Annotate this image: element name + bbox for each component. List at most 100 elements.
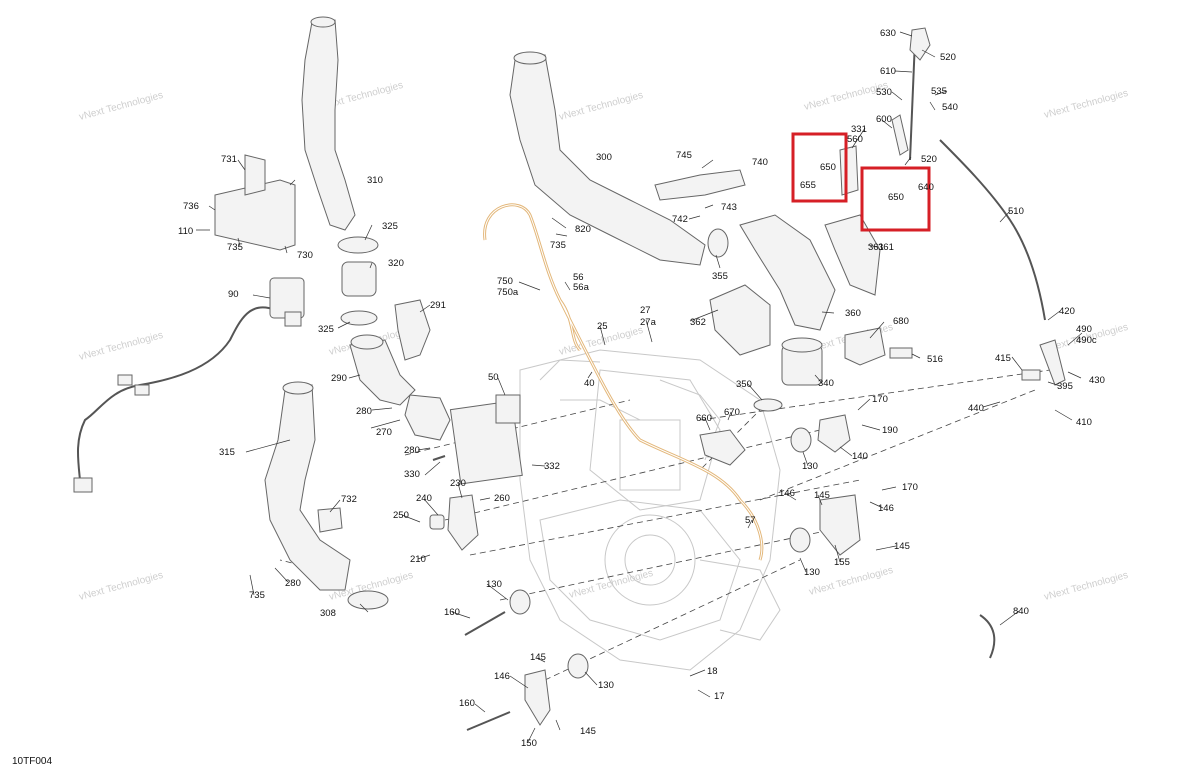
callout-label: 630: [880, 28, 896, 39]
leader-lines: [196, 31, 1083, 743]
callout-label: 410: [1076, 417, 1092, 428]
callout-label: 430: [1089, 375, 1105, 386]
callout-labels: 6305206105355305406003315605206506556506…: [178, 28, 1105, 749]
callout-label: 520: [921, 154, 937, 165]
callout-label: 160: [459, 698, 475, 709]
wiring-harness: [73, 306, 276, 493]
callout-label: 320: [388, 258, 404, 269]
intake-290: [349, 334, 451, 441]
clamp-308: [347, 590, 389, 610]
throttle-cable: [483, 203, 764, 561]
callout-label: 145: [814, 490, 830, 501]
hose-840: [979, 614, 996, 659]
bracket-230: [429, 494, 479, 551]
callout-label: 361: [878, 242, 894, 253]
callout-label: 270: [376, 427, 392, 438]
callout-label: 146: [878, 503, 894, 514]
callout-label: 360: [845, 308, 861, 319]
callout-label: 146: [494, 671, 510, 682]
callout-label: 510: [1008, 206, 1024, 217]
callout-label: 110: [178, 226, 193, 237]
callout-label: 540: [942, 102, 958, 113]
callout-label: 332: [544, 461, 560, 472]
callout-label: 650: [820, 162, 836, 173]
intake-duct-310: [301, 16, 356, 231]
callout-label: 743: [721, 202, 737, 213]
callout-label: 736: [183, 201, 199, 212]
callout-label: 820: [575, 224, 591, 235]
filter-340: [753, 337, 823, 412]
callout-label: 140: [852, 451, 868, 462]
callout-label: 25: [597, 321, 608, 332]
callout-label: 130: [486, 579, 502, 590]
callout-label: 250: [393, 510, 409, 521]
callout-label: 146: [779, 488, 795, 499]
callout-label: 145: [530, 652, 546, 663]
callout-label: 170: [872, 394, 888, 405]
callout-label: 280: [404, 445, 420, 456]
watermark: vNext Technologies: [1043, 570, 1129, 603]
watermark: vNext Technologies: [808, 565, 894, 598]
callout-label: 291: [430, 300, 446, 311]
highlight-box-1: [791, 132, 848, 203]
callout-label: 240: [416, 493, 432, 504]
callout-label: 650: [888, 192, 904, 203]
callout-label: 640: [918, 182, 934, 193]
callout-label: 735: [227, 242, 243, 253]
callout-label: 18: [707, 666, 718, 677]
callout-label: 57: [745, 515, 756, 526]
callout-label: 130: [598, 680, 614, 691]
engine-mounts: [509, 414, 861, 726]
bolts: [432, 455, 511, 731]
callout-label: 145: [894, 541, 910, 552]
callout-label: 150: [521, 738, 537, 749]
callout-label: 280: [285, 578, 301, 589]
callout-label: 516: [927, 354, 943, 365]
callout-label: 610: [880, 66, 896, 77]
callout-label: 325: [382, 221, 398, 232]
bracket-740: [654, 169, 746, 201]
callout-label: 190: [882, 425, 898, 436]
duct-315: [264, 381, 351, 591]
callout-label: 350: [736, 379, 752, 390]
callout-label: 520: [940, 52, 956, 63]
callout-label: 17: [714, 691, 725, 702]
watermark: vNext Technologies: [78, 570, 164, 603]
engine-block: [519, 349, 781, 671]
bracket-730: [214, 154, 296, 251]
watermark: vNext Technologies: [558, 90, 644, 123]
duct-300: [509, 51, 706, 266]
callout-label: 440: [968, 403, 984, 414]
watermark: vNext Technologies: [568, 568, 654, 601]
callout-label: 840: [1013, 606, 1029, 617]
callout-label: 680: [893, 316, 909, 327]
watermark: vNext Technologies: [78, 330, 164, 363]
callout-label: 56a: [573, 282, 590, 293]
callout-label: 325: [318, 324, 334, 335]
watermark: vNext Technologies: [78, 90, 164, 123]
callout-label: 130: [804, 567, 820, 578]
callout-label: 362: [690, 317, 706, 328]
callout-label: 280: [356, 406, 372, 417]
callout-label: 90: [228, 289, 239, 300]
callout-label: 420: [1059, 306, 1075, 317]
callout-label: 395: [1057, 381, 1073, 392]
callout-label: 50: [488, 372, 499, 383]
hose-291: [394, 299, 431, 361]
callout-label: 300: [596, 152, 612, 163]
plate-50: [449, 394, 523, 485]
callout-label: 750: [497, 276, 513, 287]
callout-label: 260: [494, 493, 510, 504]
highlight-box-2: [860, 166, 931, 232]
watermark: vNext Technologies: [1043, 88, 1129, 121]
callout-label: 170: [902, 482, 918, 493]
callout-label: 230: [450, 478, 466, 489]
callout-label: 361: [868, 242, 884, 253]
dashed-lines: [279, 369, 1051, 681]
callout-label: 355: [712, 271, 728, 282]
callout-label: 745: [676, 150, 692, 161]
callout-label: 40: [584, 378, 595, 389]
callout-label: 155: [834, 557, 850, 568]
callout-label: 731: [221, 154, 237, 165]
